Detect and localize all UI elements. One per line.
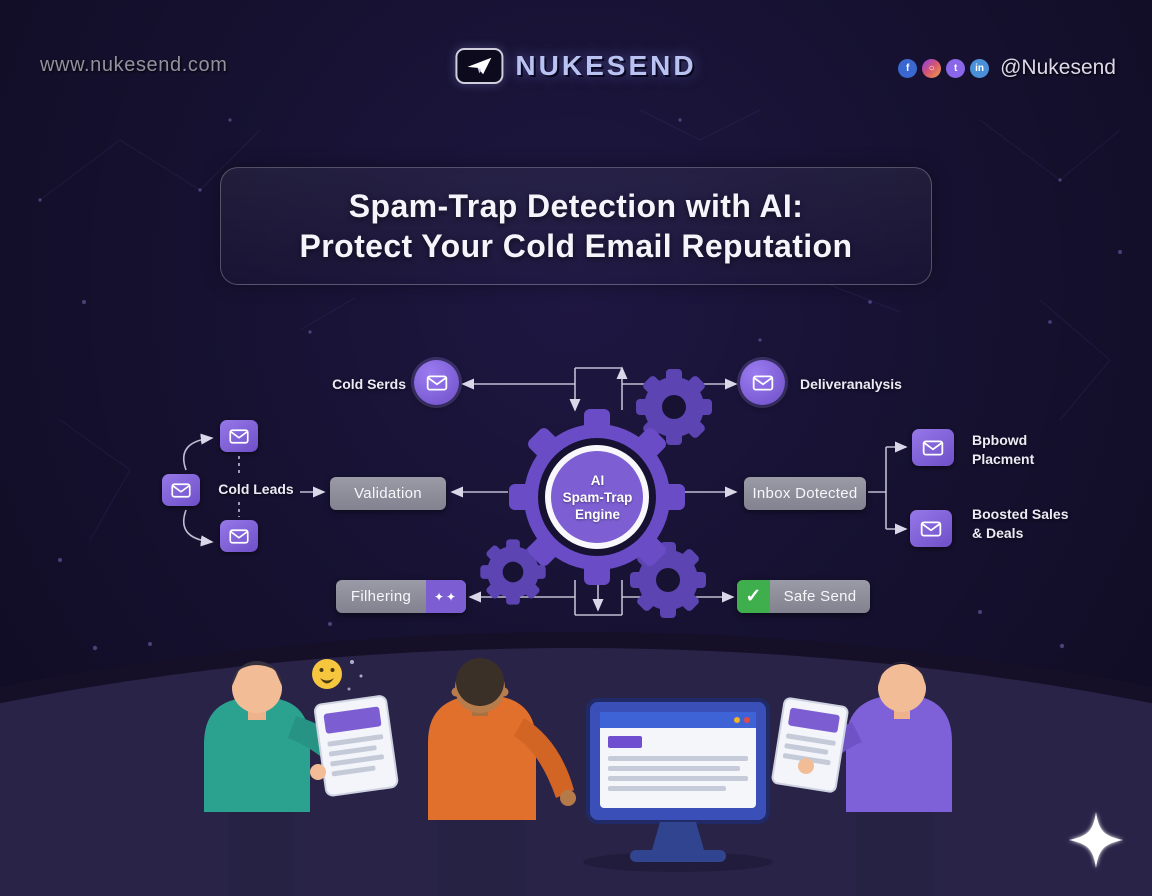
- monitor: [583, 698, 773, 872]
- mail-icon: [922, 439, 944, 456]
- engine-line-2: Spam-Trap: [562, 490, 633, 505]
- title-card: Spam-Trap Detection with AI: Protect You…: [220, 167, 932, 285]
- placement-mail-tile: [912, 429, 954, 466]
- social-handle: @Nukesend: [1000, 56, 1116, 79]
- mail-icon: [171, 482, 191, 498]
- tablet-right: [771, 697, 849, 793]
- rocket-glyph: [467, 57, 492, 75]
- instagram-icon: ○: [922, 58, 942, 78]
- twitter-icon: t: [946, 58, 966, 78]
- mail-tile: [220, 520, 258, 552]
- safe-send-step: ✓ Safe Send: [737, 580, 870, 613]
- mail-icon: [426, 374, 447, 391]
- mail-icon: [229, 528, 249, 544]
- cold-leads-label: Cold Leads: [218, 481, 294, 497]
- rocket-icon: [455, 48, 504, 84]
- tablet-left: [313, 695, 399, 797]
- person-left: [204, 661, 399, 896]
- engine-line-3: Engine: [574, 507, 620, 522]
- check-icon: ✓: [737, 580, 770, 613]
- sparkles-icon: ✦✦: [426, 580, 466, 613]
- deliverability-mail-badge: [740, 360, 785, 405]
- gear-icon: [636, 369, 712, 445]
- brand-logo: NUKESEND: [455, 48, 696, 84]
- brand-name: NUKESEND: [515, 50, 697, 81]
- person-middle: [428, 658, 576, 896]
- gear-icon: [480, 539, 546, 605]
- filtering-step: Filhering ✦✦: [336, 580, 466, 613]
- mail-icon: [229, 428, 249, 444]
- cold-sends-mail-badge: [414, 360, 459, 405]
- person-right: [771, 662, 952, 896]
- boosted-sales-mail-tile: [910, 510, 952, 547]
- deliverability-label: Deliveranalysis: [800, 376, 902, 392]
- cold-sends-label: Cold Serds: [332, 376, 406, 392]
- improved-placement-line-1: Bpbowd: [972, 432, 1028, 448]
- social-bar: f ○ t in @Nukesend: [898, 56, 1116, 80]
- safe-send-label: Safe Send: [783, 588, 857, 605]
- boosted-sales-line-2: & Deals: [972, 525, 1024, 541]
- validation-step: Validation: [330, 477, 446, 510]
- sparkle-icon: [1069, 812, 1123, 868]
- engine-gear-icon: [509, 409, 685, 585]
- mail-tile: [220, 420, 258, 452]
- mail-tile: [162, 474, 200, 506]
- improved-placement-label: Bpbowd Placment: [972, 431, 1034, 469]
- laugh-emoji-icon: [312, 659, 363, 691]
- title-line-2: Protect Your Cold Email Reputation: [299, 227, 853, 264]
- website-url: www.nukesend.com: [40, 54, 228, 76]
- engine-line-1: AI: [590, 473, 605, 488]
- title-line-1: Spam-Trap Detection with AI:: [348, 187, 804, 224]
- boosted-sales-line-1: Boosted Sales: [972, 506, 1069, 522]
- improved-placement-line-2: Placment: [972, 451, 1035, 467]
- inbox-detected-step: Inbox Dotected: [744, 477, 866, 510]
- filtering-label: Filhering: [350, 588, 412, 605]
- mail-icon: [752, 374, 773, 391]
- facebook-icon: f: [898, 58, 918, 78]
- boosted-sales-label: Boosted Sales & Deals: [972, 505, 1068, 543]
- linkedin-icon: in: [970, 58, 990, 78]
- engine-label: AI Spam-Trap Engine: [549, 460, 646, 535]
- mail-icon: [920, 520, 942, 537]
